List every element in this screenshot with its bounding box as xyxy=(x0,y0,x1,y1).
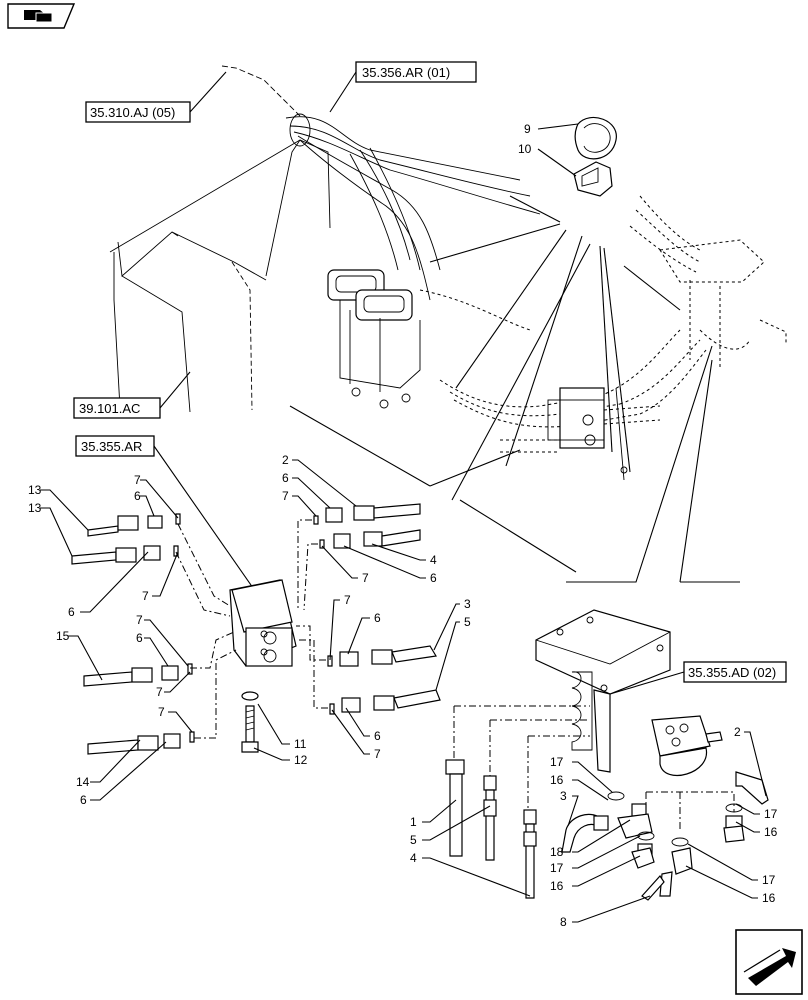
part-7a-label: 7 xyxy=(134,473,141,487)
part-16d-label: 16 xyxy=(762,891,776,905)
next-page-arrow-icon[interactable] xyxy=(735,929,803,995)
part-3a-label: 3 xyxy=(464,597,471,611)
part-6c-label: 6 xyxy=(136,631,143,645)
part-18-label: 18 xyxy=(550,845,564,859)
part-10-label: 10 xyxy=(518,142,532,156)
svg-text:35.355.AD (02): 35.355.AD (02) xyxy=(688,665,776,680)
ref-35-355-ar[interactable]: 35.355.AR xyxy=(75,435,261,599)
svg-text:35.355.AR: 35.355.AR xyxy=(81,439,142,454)
part-number-labels: 9 10 13 13 7 6 6 7 15 7 6 7 7 14 6 2 6 7… xyxy=(28,122,778,929)
part-6b-label: 6 xyxy=(68,605,75,619)
part-16c-label: 16 xyxy=(764,825,778,839)
part-13a-label: 13 xyxy=(28,483,42,497)
part-7c-label: 7 xyxy=(136,613,143,627)
part-13b-label: 13 xyxy=(28,501,42,515)
part-4a-label: 4 xyxy=(430,553,437,567)
part-2b-label: 2 xyxy=(734,725,741,739)
part-2a-label: 2 xyxy=(282,453,289,467)
part-5a-label: 5 xyxy=(464,615,471,629)
part-7h-label: 7 xyxy=(344,593,351,607)
part-8-label: 8 xyxy=(560,915,567,929)
part-3b-label: 3 xyxy=(560,789,567,803)
part-9-label: 9 xyxy=(524,122,531,136)
ref-35-356-ar-01[interactable]: 35.356.AR (01) xyxy=(329,61,477,113)
part-7b-label: 7 xyxy=(142,589,149,603)
part-1-label: 1 xyxy=(410,815,417,829)
part-15-label: 15 xyxy=(56,629,70,643)
valve-block-exploded xyxy=(229,579,297,753)
part-7i-label: 7 xyxy=(374,747,381,761)
part-4b-label: 4 xyxy=(410,851,417,865)
svg-text:35.356.AR (01): 35.356.AR (01) xyxy=(362,65,450,80)
part-6d-label: 6 xyxy=(80,793,87,807)
part-16a-label: 16 xyxy=(550,773,564,787)
part-17d-label: 17 xyxy=(762,873,776,887)
svg-text:39.101.AC: 39.101.AC xyxy=(79,401,140,416)
part-6a-label: 6 xyxy=(134,489,141,503)
part-5b-label: 5 xyxy=(410,833,417,847)
bracket-assembly xyxy=(445,609,769,901)
part-11-label: 11 xyxy=(294,737,307,751)
cab-overview-drawing xyxy=(109,65,787,583)
part-12-label: 12 xyxy=(294,753,308,767)
part-7g-label: 7 xyxy=(362,571,369,585)
part-17a-label: 17 xyxy=(550,755,564,769)
ref-39-101-ac[interactable]: 39.101.AC xyxy=(73,371,191,419)
leader-lines xyxy=(40,123,767,923)
part-16b-label: 16 xyxy=(550,879,564,893)
part-7f-label: 7 xyxy=(282,489,289,503)
part-6e-label: 6 xyxy=(282,471,289,485)
part-6f-label: 6 xyxy=(430,571,437,585)
svg-text:35.310.AJ (05): 35.310.AJ (05) xyxy=(90,105,175,120)
part-7d-label: 7 xyxy=(156,685,163,699)
book-arrow-icon[interactable] xyxy=(7,3,76,29)
part-7e-label: 7 xyxy=(158,705,165,719)
part-14-label: 14 xyxy=(76,775,90,789)
part-6g-label: 6 xyxy=(374,611,381,625)
part-17b-label: 17 xyxy=(550,861,564,875)
part-6h-label: 6 xyxy=(374,729,381,743)
part-17c-label: 17 xyxy=(764,807,778,821)
ref-35-310-aj-05[interactable]: 35.310.AJ (05) xyxy=(85,71,227,123)
ref-35-355-ad-02[interactable]: 35.355.AD (02) xyxy=(609,661,787,695)
